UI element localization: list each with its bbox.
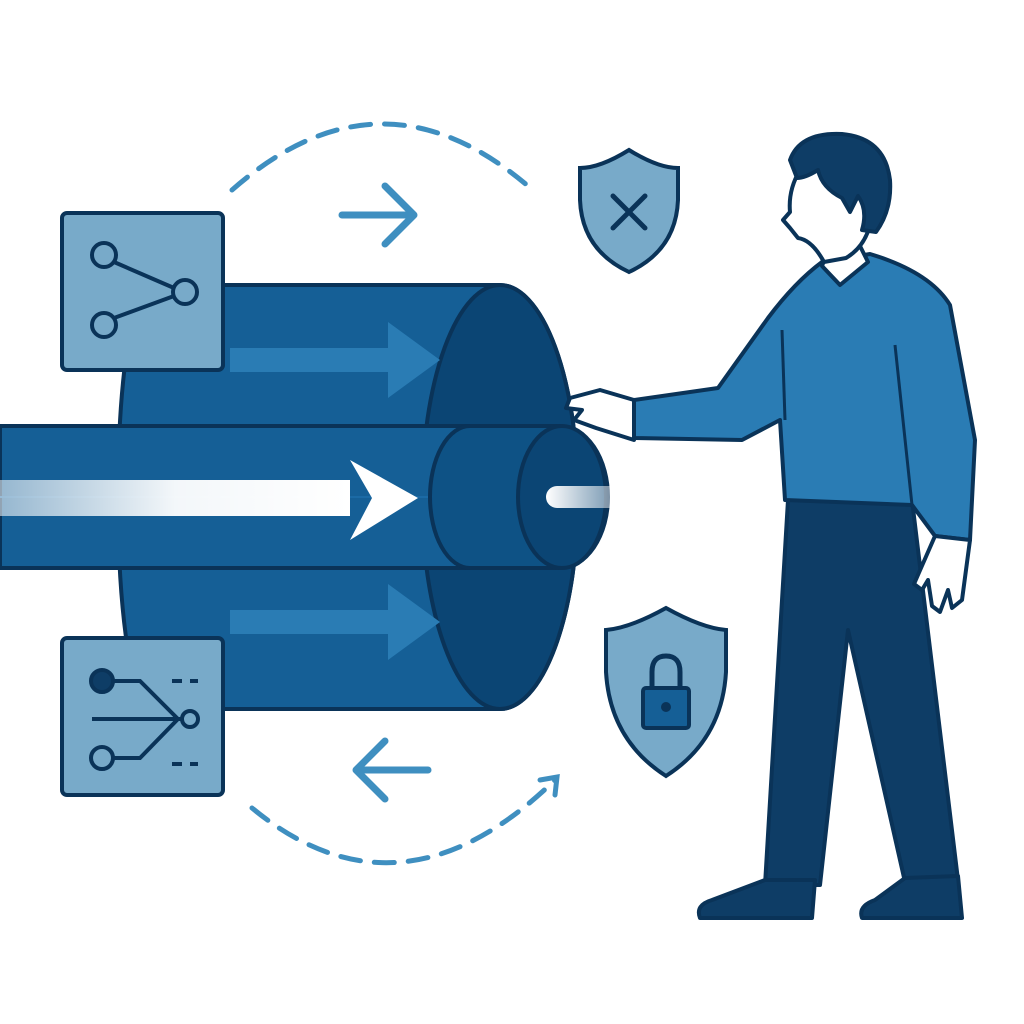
person-hand-front <box>564 388 636 442</box>
arrow-left-icon <box>352 737 432 803</box>
branch-split-icon <box>90 241 199 339</box>
flow-arrow-upper <box>230 322 440 398</box>
person-shoe-left <box>696 878 817 920</box>
data-stream <box>0 424 666 570</box>
cycle-arcs <box>229 121 558 866</box>
arrow-right-icon <box>338 182 418 248</box>
cycle-arc-top <box>229 121 531 193</box>
shield-x-icon <box>578 147 680 275</box>
beam-exit <box>546 486 666 508</box>
person-shoe-right <box>859 874 964 920</box>
person <box>564 131 977 920</box>
person-hair <box>788 131 893 234</box>
person-torso <box>632 252 977 542</box>
branch-merge-card <box>60 636 225 797</box>
branch-split-card <box>60 211 225 372</box>
shield-lock-icon <box>604 605 728 779</box>
cycle-arc-bottom <box>249 777 558 866</box>
cycle-arc-bottom-arrowhead <box>537 773 560 798</box>
branch-merge-icon <box>89 668 200 771</box>
beam-arrowhead <box>350 460 418 540</box>
light-beam <box>0 480 350 516</box>
flow-arrow-lower <box>230 584 440 660</box>
person-hand-side <box>912 534 972 614</box>
